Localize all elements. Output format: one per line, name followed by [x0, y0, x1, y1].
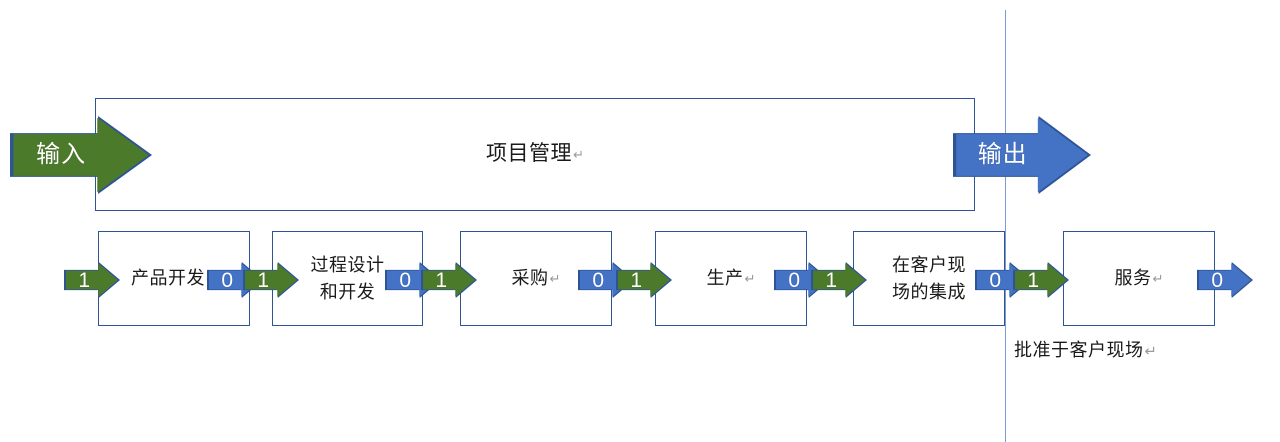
stage-box-service: 服务↵	[1063, 231, 1215, 326]
vertical-divider-line	[1005, 10, 1007, 442]
connector-3-value: 0	[399, 268, 411, 292]
approval-caption-text: 批准于客户现场	[1014, 340, 1144, 360]
input-arrow[interactable]: 输入	[10, 116, 152, 194]
connector-arrow-11[interactable]: 0	[1197, 262, 1253, 298]
pilcrow-mark-caption: ↵	[1144, 344, 1158, 360]
connector-arrow-8[interactable]: 1	[811, 262, 867, 298]
approval-caption: 批准于客户现场↵	[1014, 336, 1157, 362]
connector-2-value: 1	[257, 268, 269, 292]
pilcrow-mark-main: ↵	[573, 146, 584, 162]
connector-11-value: 0	[1211, 268, 1223, 292]
connector-7-value: 0	[788, 268, 800, 292]
pilcrow-mark-stage-3: ↵	[744, 270, 756, 286]
stage-label-3: 生产	[706, 268, 744, 289]
stage-box-product-development: 产品开发↵	[98, 231, 250, 326]
pilcrow-mark-stage-5: ↵	[1152, 270, 1164, 286]
connector-0-value: 1	[78, 268, 90, 292]
project-management-band: 项目管理↵	[95, 98, 975, 211]
project-management-label: 项目管理	[486, 142, 572, 166]
pilcrow-mark-stage-2: ↵	[549, 270, 561, 286]
connector-arrow-1[interactable]: 0	[207, 262, 263, 298]
connector-4-value: 1	[435, 268, 447, 292]
connector-arrow-5[interactable]: 0	[578, 262, 634, 298]
connector-9-value: 0	[989, 268, 1001, 292]
connector-6-value: 1	[630, 268, 642, 292]
connector-arrow-0[interactable]: 1	[64, 262, 120, 298]
connector-5-value: 0	[592, 268, 604, 292]
stage-label-0: 产品开发	[131, 268, 205, 289]
stage-label-5: 服务	[1114, 268, 1152, 289]
connector-arrow-2[interactable]: 1	[243, 262, 299, 298]
stage-label-2: 采购	[511, 268, 549, 289]
connector-1-value: 0	[221, 268, 233, 292]
connector-arrow-4[interactable]: 1	[421, 262, 477, 298]
connector-arrow-10[interactable]: 1	[1013, 262, 1069, 298]
output-arrow-label: 输出	[977, 141, 1028, 168]
input-arrow-label: 输入	[36, 141, 87, 168]
connector-8-value: 1	[825, 268, 837, 292]
connector-arrow-6[interactable]: 1	[616, 262, 672, 298]
output-arrow[interactable]: 输出	[953, 116, 1091, 194]
stage-label-1: 过程设计 和开发	[310, 255, 385, 302]
stage-label-4: 在客户现 场的集成	[892, 255, 966, 302]
connector-10-value: 1	[1027, 268, 1039, 292]
